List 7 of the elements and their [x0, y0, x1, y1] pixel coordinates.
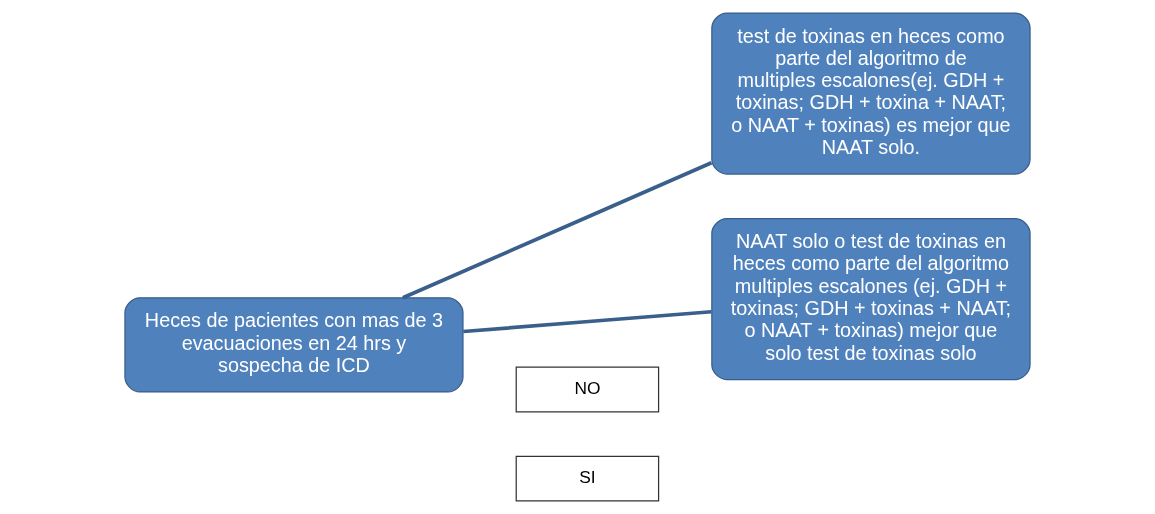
connector — [402, 161, 713, 300]
node-box: NO — [515, 366, 660, 413]
node-box: NAAT solo o test de toxinas en heces como parte del algoritmo multiples escalones (ej. GDH + toxinas; GDH + toxinas + NAAT; o NAAT + toxinas) mejor que solo test de toxinas solo — [711, 218, 1031, 381]
node-box: test de toxinas en heces como parte del algoritmo de multiples escalones(ej. GDH + toxinas; GDH + toxina + NAAT; o NAAT + toxinas) es mejor que NAAT solo. — [711, 12, 1031, 175]
node-box: SI — [515, 455, 660, 502]
connector — [463, 309, 712, 334]
node-box: Heces de pacientes con mas de 3 evacuaciones en 24 hrs y sospecha de ICD — [124, 297, 464, 393]
